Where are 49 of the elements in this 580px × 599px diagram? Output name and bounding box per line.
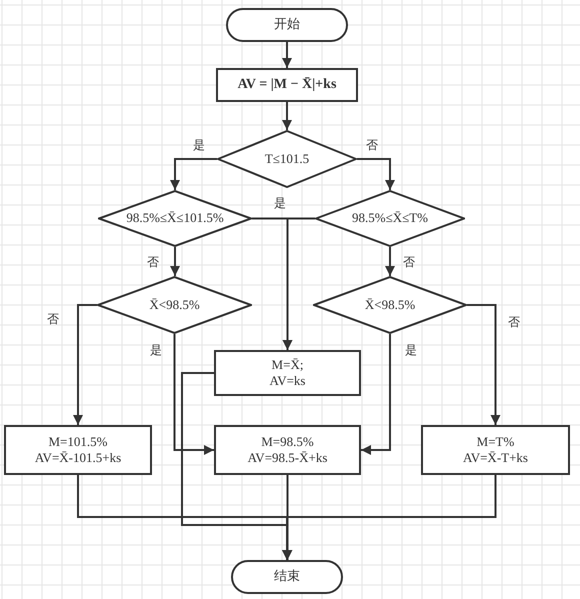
edge-label: 否 bbox=[366, 137, 378, 154]
formula-text: M=98.5% bbox=[261, 434, 314, 450]
terminal-label: 结束 bbox=[274, 568, 300, 586]
decision-diamond bbox=[217, 130, 357, 188]
terminal-box bbox=[226, 8, 348, 42]
edge-label: 否 bbox=[403, 254, 415, 271]
decision-diamond bbox=[97, 276, 252, 334]
formula-text: M=X̄; bbox=[272, 356, 304, 373]
process-box bbox=[216, 68, 358, 102]
flow-arrow bbox=[385, 247, 395, 276]
process-box bbox=[4, 425, 152, 475]
process-box bbox=[421, 425, 570, 475]
condition-text: T≤101.5 bbox=[264, 150, 310, 168]
process-box bbox=[214, 425, 361, 475]
process-box bbox=[214, 350, 361, 396]
formula-text: M=T% bbox=[476, 434, 514, 450]
formula-text: M=101.5% bbox=[48, 434, 108, 450]
edge-label: 是 bbox=[274, 195, 286, 212]
edge-label: 否 bbox=[508, 314, 520, 331]
edge-label: 是 bbox=[405, 342, 417, 359]
condition-text: 98.5%≤X̄≤T% bbox=[352, 210, 428, 227]
condition-text: X̄<98.5% bbox=[149, 296, 200, 314]
formula-text: AV=ks bbox=[270, 373, 306, 390]
decision-diamond bbox=[315, 190, 465, 247]
flow-arrow bbox=[361, 334, 391, 455]
formula-text: AV=X̄-101.5+ks bbox=[34, 450, 122, 466]
edge-label: 是 bbox=[193, 137, 205, 154]
flow-arrow bbox=[170, 158, 217, 190]
edge-label: 否 bbox=[47, 311, 59, 328]
flow-arrow bbox=[357, 158, 395, 190]
edge-label: 否 bbox=[147, 254, 159, 271]
formula-text: AV = |M − X̄|+ks bbox=[238, 76, 336, 94]
flow-arrow bbox=[170, 247, 180, 276]
terminal-label: 开始 bbox=[274, 16, 300, 34]
formula-text: AV=98.5-X̄+ks bbox=[248, 450, 328, 466]
flow-arrow bbox=[282, 475, 496, 560]
flow-arrow bbox=[467, 304, 500, 425]
formula-text: AV=X̄-T+ks bbox=[463, 450, 528, 466]
condition-text: X̄<98.5% bbox=[364, 296, 416, 314]
flow-arrow bbox=[282, 102, 292, 130]
terminal-box bbox=[231, 560, 343, 594]
decision-diamond bbox=[98, 190, 252, 247]
decision-diamond bbox=[313, 276, 467, 334]
condition-text: 98.5%≤X̄≤101.5% bbox=[126, 210, 224, 227]
edge-label: 是 bbox=[150, 342, 162, 359]
flow-arrow bbox=[73, 304, 97, 425]
flow-arrow bbox=[174, 334, 214, 455]
flow-arrow bbox=[282, 218, 315, 350]
flow-arrow bbox=[282, 42, 292, 68]
